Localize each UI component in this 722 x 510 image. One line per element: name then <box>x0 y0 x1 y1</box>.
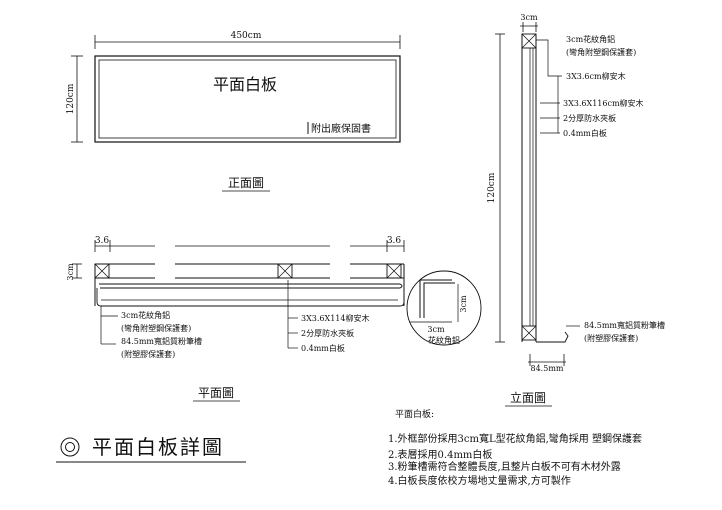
note-2: 2.表層採用0.4mm白板 <box>388 448 492 461</box>
elev-label-a2: (彎角附塑鋼保護套) <box>566 47 636 57</box>
front-view <box>71 35 401 143</box>
elevation-view <box>495 22 580 366</box>
elev-bottom-dim: 84.5mm <box>531 364 564 373</box>
detail-name: 花紋角鋁 <box>428 335 460 345</box>
title-mark-icon <box>60 437 80 457</box>
plan-callout-a-line3: 84.5mm寬鋁質粉筆槽 <box>121 336 202 346</box>
main-title: 平面白板詳圖 <box>92 435 224 459</box>
plan-view <box>72 240 482 349</box>
elev-label-f2: (附塑膠保護套) <box>584 333 638 343</box>
plan-callout-b-line3: 0.4mm白板 <box>301 343 345 353</box>
elev-label-f1: 84.5mm寬鋁質粉筆槽 <box>584 320 665 330</box>
front-height-label: 120cm <box>66 83 76 114</box>
elev-label-c: 3X3.6X116cm柳安木 <box>563 98 644 108</box>
warranty-note: 附出廠保固書 <box>311 122 371 135</box>
elev-label-e: 0.4mm白板 <box>563 128 607 138</box>
elev-label-d: 2分厚防水夾板 <box>563 113 616 123</box>
front-view-caption: 正面圖 <box>228 176 264 190</box>
elev-height-label: 120cm <box>487 172 497 203</box>
plan-callout-b-line1: 3X3.6X114柳安木 <box>301 313 369 323</box>
front-width-label: 450cm <box>231 31 262 41</box>
note-3: 3.粉筆槽需符合整體長度,且整片白板不可有木材外露 <box>388 460 621 473</box>
plan-right-dim: 3.6 <box>387 236 402 246</box>
elev-label-a1: 3cm花紋角鋁 <box>566 34 615 44</box>
elev-top-dim: 3cm <box>520 13 538 22</box>
board-title: 平面白板 <box>213 75 277 94</box>
plan-depth-label: 3cm <box>66 263 75 281</box>
note-1: 1.外框部份採用3cm寬L型花紋角鋁,彎角採用 塑鋼保護套 <box>388 432 642 445</box>
elevation-view-caption: 立面圖 <box>510 390 546 405</box>
detail-v-label: 3cm <box>459 295 468 313</box>
plan-callout-a-line2: (彎角附塑鋼保護套) <box>121 323 191 333</box>
detail-h-label: 3cm <box>427 325 445 334</box>
note-4: 4.白板長度依校方場地丈量需求,方可製作 <box>388 474 571 487</box>
plan-callout-b-line2: 2分厚防水夾板 <box>301 328 354 338</box>
plan-callout-a-line1: 3cm花紋角鋁 <box>121 310 170 320</box>
plan-callout-a-line4: (附塑膠保護套) <box>121 349 175 359</box>
elev-label-b: 3X3.6cm柳安木 <box>566 71 626 81</box>
notes-heading: 平面白板: <box>395 408 434 420</box>
plan-left-dim: 3.6 <box>95 236 110 246</box>
plan-view-caption: 平面圖 <box>198 386 234 400</box>
